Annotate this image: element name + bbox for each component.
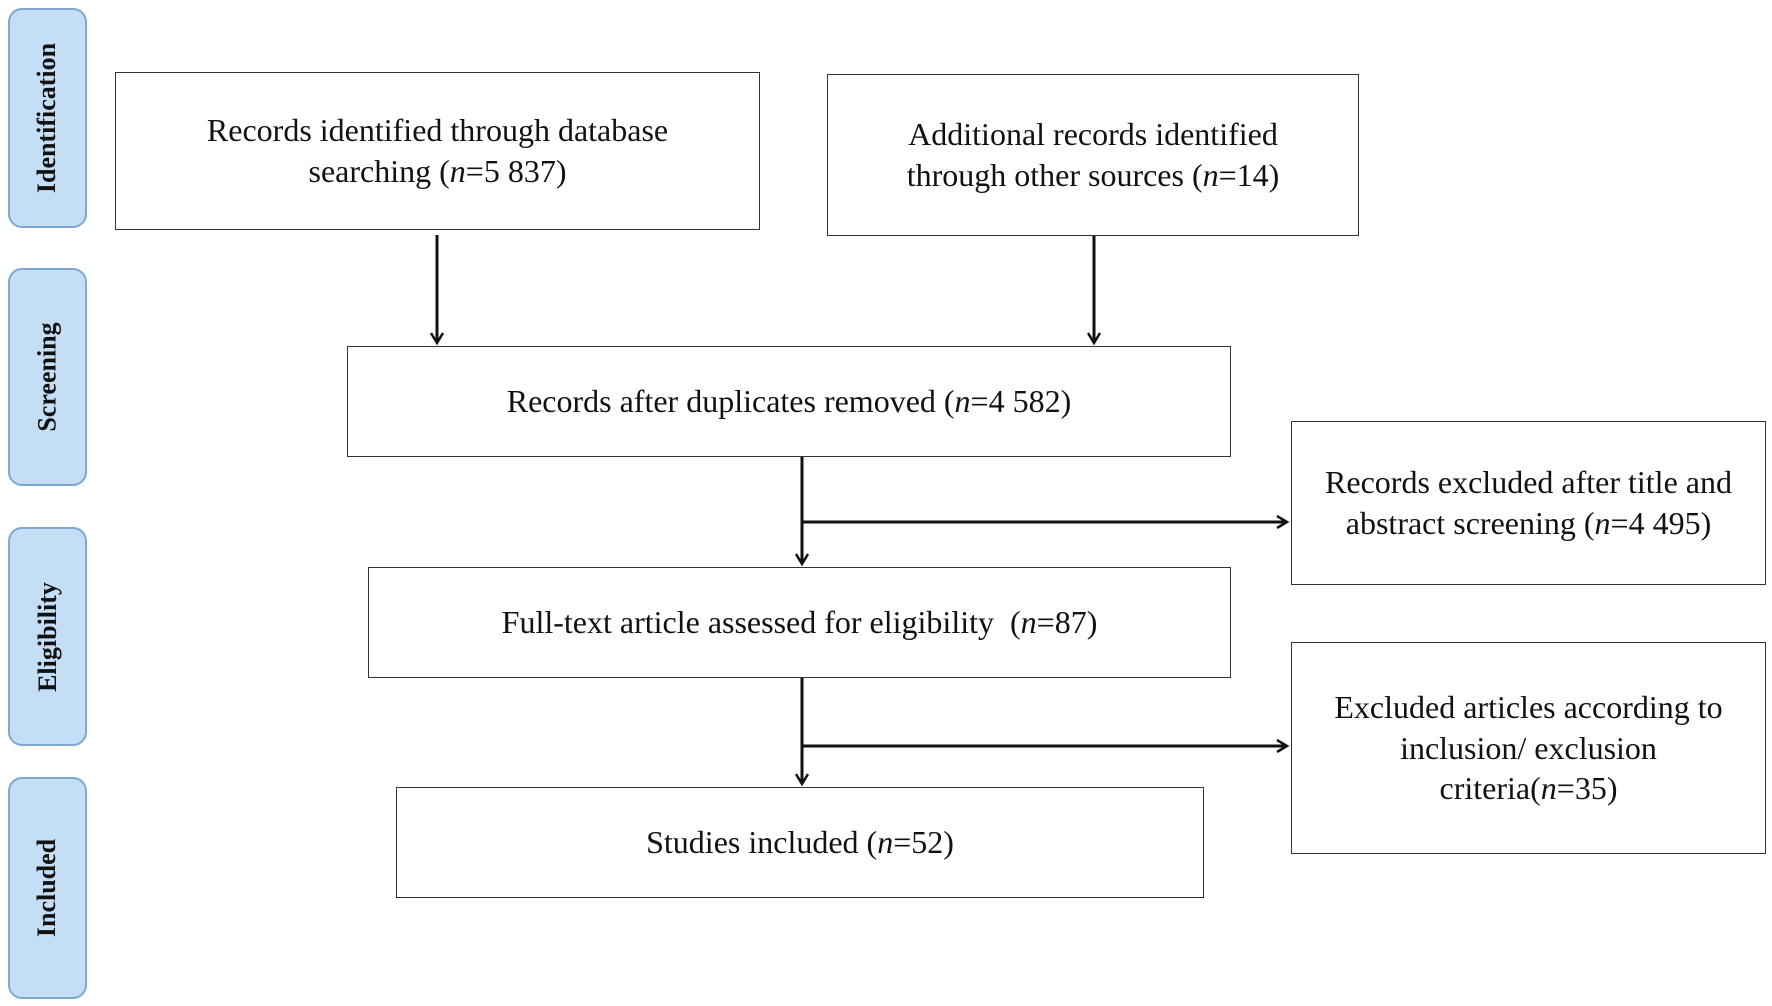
database-records-text: Records identified through database sear…: [206, 112, 669, 189]
after-duplicates-box: Records after duplicates removed (n=4 58…: [347, 346, 1231, 457]
stage-eligibility: Eligibility: [8, 527, 87, 746]
excluded-title-box: Records excluded after title and abstrac…: [1291, 421, 1766, 585]
excluded-articles-text: Excluded articles according to inclusion…: [1334, 688, 1723, 807]
database-records-box: Records identified through database sear…: [115, 72, 760, 230]
studies-included-text: Studies included (: [646, 824, 878, 861]
stage-screening: Screening: [8, 268, 87, 486]
stage-identification: Identification: [8, 8, 87, 228]
other-sources-text: Additional records identified through ot…: [906, 116, 1278, 193]
n-symbol: n: [1540, 770, 1557, 807]
excluded-articles-box: Excluded articles according to inclusion…: [1291, 642, 1766, 854]
full-text-text: Full-text article assessed for eligibili…: [501, 604, 1021, 641]
n-symbol: n: [1020, 604, 1037, 641]
studies-included-box: Studies included (n=52): [396, 787, 1204, 898]
other-sources-count: =14): [1218, 157, 1280, 193]
excluded-title-text: Records excluded after title and abstrac…: [1325, 464, 1732, 541]
n-symbol: n: [877, 824, 894, 861]
excluded-title-count: =4 495): [1610, 505, 1712, 541]
full-text-box: Full-text article assessed for eligibili…: [368, 567, 1231, 678]
database-records-count: =5 837): [465, 153, 567, 189]
full-text-count: =87): [1036, 604, 1098, 641]
excluded-articles-count: =35): [1556, 770, 1618, 807]
after-duplicates-text: Records after duplicates removed (: [506, 383, 955, 420]
n-symbol: n: [1202, 157, 1219, 193]
other-sources-box: Additional records identified through ot…: [827, 74, 1359, 236]
after-duplicates-count: =4 582): [970, 383, 1072, 420]
n-symbol: n: [954, 383, 971, 420]
n-symbol: n: [449, 153, 466, 189]
stage-included: Included: [8, 777, 87, 999]
n-symbol: n: [1594, 505, 1611, 541]
studies-included-count: =52): [893, 824, 954, 861]
